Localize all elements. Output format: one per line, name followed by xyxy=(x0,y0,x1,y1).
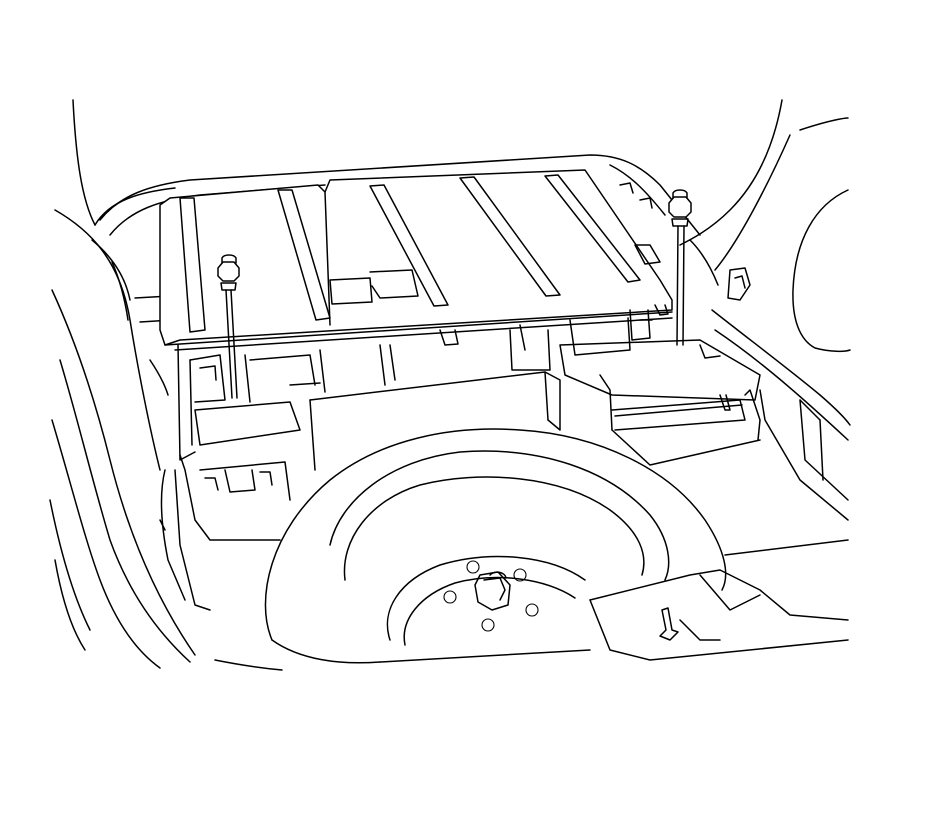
rear-sill-panel xyxy=(214,539,849,671)
left-quarter-trim xyxy=(49,99,196,669)
left-side-bin xyxy=(159,454,291,611)
center-divider xyxy=(309,371,561,471)
bolt-right xyxy=(668,189,692,346)
spare-tire-well xyxy=(264,428,727,664)
storage-tray xyxy=(177,304,761,466)
cargo-cover-panel xyxy=(159,169,673,351)
bolt-left xyxy=(217,254,240,399)
right-quarter-trim xyxy=(679,99,851,521)
